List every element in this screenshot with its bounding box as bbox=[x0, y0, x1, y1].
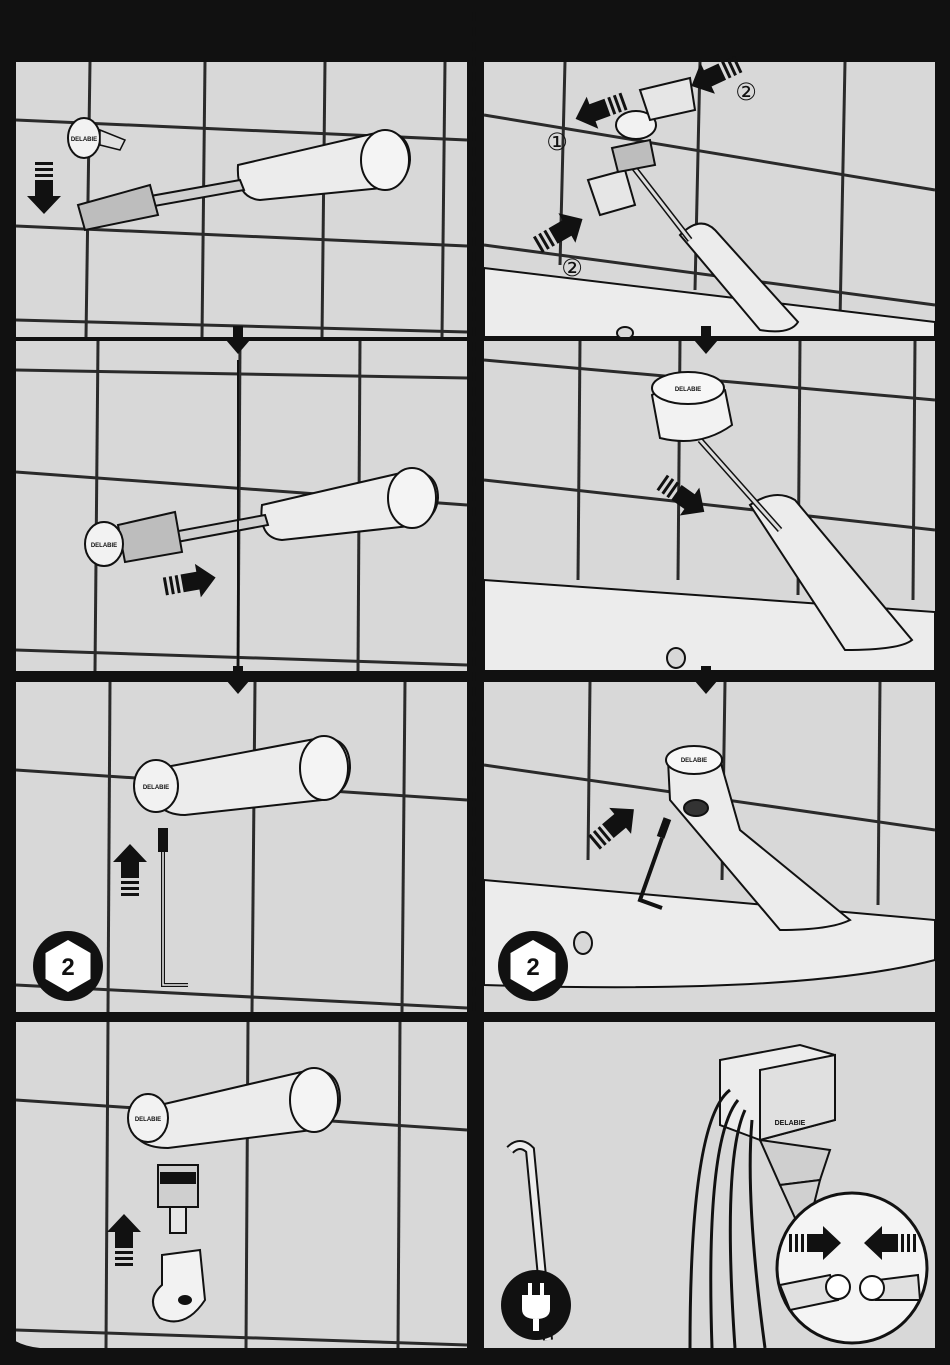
cap-logo-text: DELABIE bbox=[71, 137, 97, 143]
callout-1: ① bbox=[546, 128, 568, 156]
svg-text:②: ② bbox=[735, 78, 757, 106]
step-panel-right-2: DELABIE bbox=[484, 341, 935, 671]
power-plug-icon bbox=[501, 1270, 571, 1340]
callout-2-bottom: ② bbox=[561, 254, 583, 282]
hex-key-size-icon: 2 bbox=[498, 931, 568, 1001]
step-panel-right-4: DELABIE bbox=[484, 1022, 935, 1348]
cap-logo-text: DELABIE bbox=[675, 387, 701, 393]
header-bar-left bbox=[16, 12, 462, 58]
cap-logo-text: DELABIE bbox=[135, 1117, 161, 1123]
step-panel-left-3: DELABIE 2 bbox=[16, 682, 467, 1012]
box-logo-text: DELABIE bbox=[775, 1120, 806, 1127]
svg-text:①: ① bbox=[546, 128, 568, 156]
hex-key-size-label: 2 bbox=[526, 954, 539, 981]
step-panel-left-1: DELABIE bbox=[16, 62, 467, 337]
connector-zoom-circle bbox=[777, 1193, 927, 1343]
hex-key-size-icon: 2 bbox=[33, 931, 103, 1001]
hex-key-size-label: 2 bbox=[61, 954, 74, 981]
step-panel-right-3: DELABIE 2 bbox=[484, 682, 935, 1012]
cap-logo-text: DELABIE bbox=[143, 785, 169, 791]
svg-text:②: ② bbox=[561, 254, 583, 282]
callout-2-top: ② bbox=[735, 78, 757, 106]
step-panel-left-2: DELABIE bbox=[16, 341, 467, 671]
step-panel-left-4: DELABIE bbox=[16, 1022, 467, 1348]
cap-logo-text: DELABIE bbox=[681, 758, 707, 764]
cap-logo-text: DELABIE bbox=[91, 543, 117, 549]
header-bar-right bbox=[484, 12, 935, 58]
step-panel-right-1: ① ② ② bbox=[484, 49, 935, 339]
